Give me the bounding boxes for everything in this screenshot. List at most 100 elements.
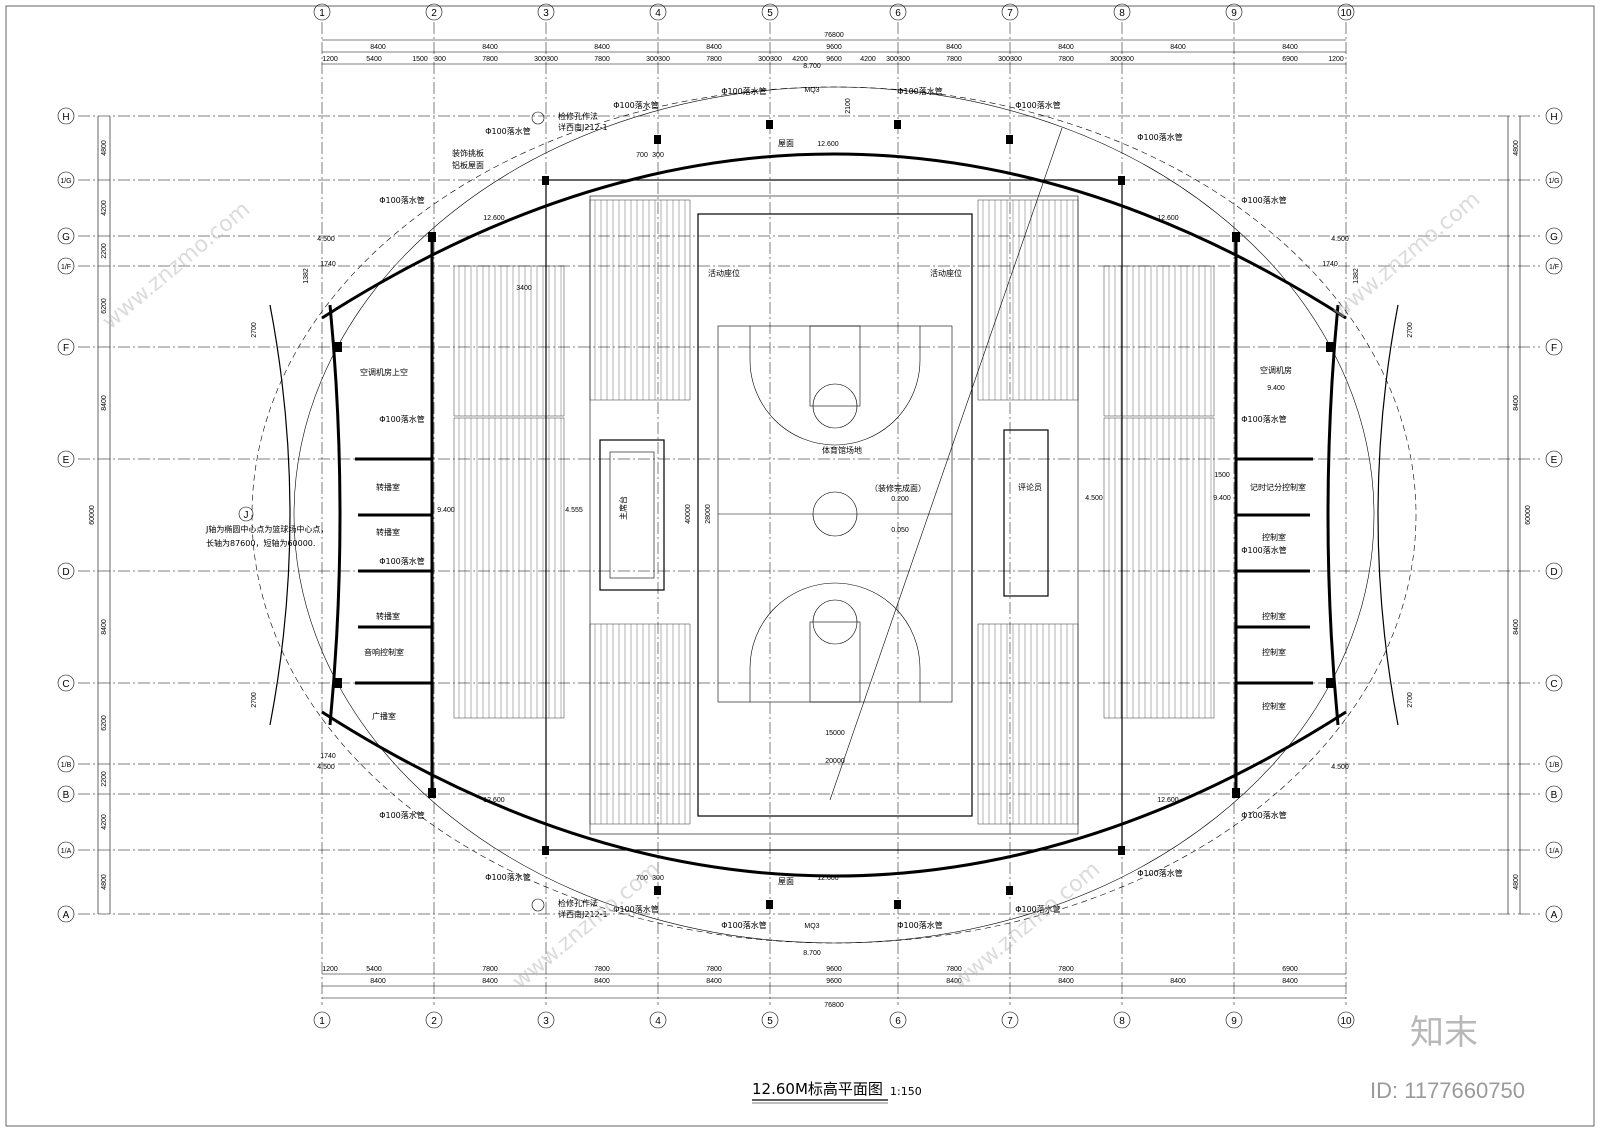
- dim-small-ul: 1382: [303, 268, 310, 284]
- watermark-brand: 知末: [1410, 1013, 1478, 1053]
- bottom-detail-8: 7800: [594, 966, 610, 973]
- top-detail-1: 1200: [322, 56, 338, 63]
- bottom-detail-19: 7800: [946, 966, 962, 973]
- svg-text:5: 5: [767, 8, 773, 19]
- top-detail-26: 1200: [1328, 56, 1344, 63]
- axis-col-5: 55: [761, 3, 779, 1029]
- elev-room-left: 9.400: [437, 507, 455, 514]
- svg-text:2: 2: [431, 8, 437, 19]
- movable-seat-left: 活动座位: [708, 268, 740, 278]
- drain-pipe-16: Φ100落水管: [1137, 868, 1183, 878]
- svg-text:F: F: [1551, 343, 1557, 354]
- drain-pipe-7: Φ100落水管: [379, 195, 425, 205]
- top-detail-18: 300: [898, 56, 910, 63]
- top-dim-8: 8400: [1170, 44, 1186, 51]
- door-top: MQ3: [804, 87, 819, 94]
- court-field-boundary: [697, 213, 973, 817]
- elev-roof-top: 12.600: [817, 141, 839, 148]
- finish-label: （装修完成面）: [870, 483, 926, 493]
- left-dim-3: 2200: [101, 243, 108, 259]
- svg-text:1/G: 1/G: [1548, 178, 1559, 185]
- top-detail-16: 4200: [860, 56, 876, 63]
- svg-text:G: G: [62, 232, 70, 243]
- elev-side-ul: 4.500: [317, 236, 335, 243]
- drain-pipe-8: Φ100落水管: [1241, 195, 1287, 205]
- elev-ac-room: 9.400: [1267, 385, 1285, 392]
- podium-box: [599, 439, 665, 591]
- deco-label: 装饰挑板: [452, 148, 484, 158]
- dim-side-gap-ul: 2700: [251, 322, 258, 338]
- top-detail-11: 7800: [706, 56, 722, 63]
- left-curved-wall: [328, 304, 342, 726]
- seating-rows-left: [453, 199, 691, 825]
- dim-field-width: 20000: [825, 758, 845, 765]
- control-room-4: 控制室: [1262, 701, 1286, 711]
- elev-court: 0.050: [891, 527, 909, 534]
- maintenance-note-bottom: 检修孔作法 详西南J212-1: [531, 898, 608, 919]
- right-dim-11: 4800: [1513, 874, 1520, 890]
- seating-bowl-inner: [589, 195, 1079, 835]
- alum-roof-label: 铝板屋面: [452, 160, 484, 170]
- svg-text:B: B: [63, 790, 70, 801]
- drain-pipe-18: Φ100落水管: [721, 920, 767, 930]
- roof-edge-ellipse: [293, 86, 1375, 944]
- roof-label-top: 屋面: [778, 139, 794, 148]
- elev-side-ur: 4.500: [1331, 236, 1349, 243]
- svg-text:详西南J212-1: 详西南J212-1: [558, 122, 608, 132]
- drawing-scale: 1:150: [890, 1085, 922, 1098]
- drain-pipe-15: Φ100落水管: [485, 872, 531, 882]
- podium-inner: [609, 451, 655, 579]
- top-detail-23: 300: [1110, 56, 1122, 63]
- drain-pipe-6: Φ100落水管: [1137, 132, 1183, 142]
- svg-text:H: H: [1550, 112, 1557, 123]
- left-dim-11: 4800: [101, 874, 108, 890]
- diagonal-section-line: [829, 127, 1063, 801]
- svg-text:1/B: 1/B: [1549, 762, 1560, 769]
- control-room-1: 控制室: [1262, 532, 1286, 542]
- svg-text:D: D: [62, 567, 69, 578]
- top-detail-15: 9600: [826, 56, 842, 63]
- ac-room-label: 空调机房: [1260, 365, 1292, 375]
- dim-side-gap-ll: 2700: [251, 692, 258, 708]
- right-dim-7: 8400: [1513, 619, 1520, 635]
- top-detail-17: 300: [886, 56, 898, 63]
- ac-above-label: 空调机房上空: [360, 367, 408, 377]
- top-detail-21: 300: [1010, 56, 1022, 63]
- drawing-title: 12.60M标高平面图: [752, 1080, 883, 1098]
- drain-pipe-13: Φ100落水管: [379, 810, 425, 820]
- axis-col-8: 88: [1113, 3, 1131, 1029]
- svg-text:7: 7: [1007, 8, 1013, 19]
- top-total-dim: 76800: [824, 32, 844, 39]
- dim-gap: 3400: [516, 285, 532, 292]
- top-detail-14: 4200: [792, 56, 808, 63]
- bottom-dim-4: 8400: [706, 978, 722, 985]
- elev-canopy-top: 8.700: [803, 63, 821, 70]
- svg-text:E: E: [63, 455, 70, 466]
- watermark-id: ID: 1177660750: [1370, 1078, 1525, 1103]
- podium-label: 主席台: [618, 496, 628, 520]
- drain-pipe-14: Φ100落水管: [1241, 810, 1287, 820]
- svg-text:8: 8: [1119, 1016, 1125, 1027]
- seating-bowl-outer: [545, 179, 1123, 851]
- bottom-detail-25: 6900: [1282, 966, 1298, 973]
- score-room: 记时记分控制室: [1250, 482, 1306, 492]
- bottom-dim-7: 8400: [1058, 978, 1074, 985]
- dim-bay-ul: 1740: [320, 261, 336, 268]
- dim-small-ur: 1382: [1353, 268, 1360, 284]
- dim-bay-ll: 1740: [320, 753, 336, 760]
- commentary-box: [1003, 429, 1049, 597]
- axis-col-4: 44: [649, 3, 667, 1029]
- drain-pipe-19: Φ100落水管: [897, 920, 943, 930]
- svg-text:4: 4: [655, 8, 661, 19]
- top-detail-6: 300: [534, 56, 546, 63]
- svg-text:10: 10: [1340, 1016, 1352, 1027]
- svg-text:2: 2: [431, 1016, 437, 1027]
- elev-side-lr: 4.500: [1331, 764, 1349, 771]
